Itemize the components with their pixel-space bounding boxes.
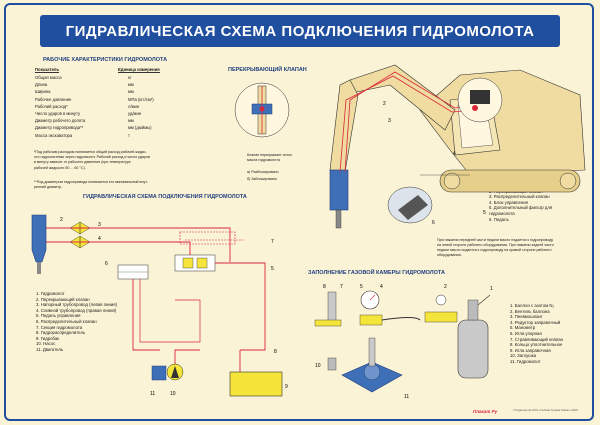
spec-row-name: Рабочий расход*	[35, 103, 68, 109]
spec-note-1: *Под рабочим расходом понимается общий р…	[34, 150, 150, 170]
shutoff-locked: б) Заблокировано	[247, 177, 277, 181]
pedal-note: При нажатии передней части педали масло …	[437, 238, 554, 257]
svg-text:2: 2	[60, 217, 63, 223]
svg-text:2: 2	[383, 101, 386, 107]
svg-text:5: 5	[360, 284, 363, 290]
svg-text:10: 10	[315, 363, 321, 369]
svg-text:4: 4	[453, 151, 456, 157]
svg-text:7: 7	[271, 239, 274, 245]
title-bar: ГИДРАВЛИЧЕСКАЯ СХЕМА ПОДКЛЮЧЕНИЯ ГИДРОМО…	[40, 15, 560, 47]
spec-row-name: Длина	[35, 82, 48, 88]
spec-row-unit: МПа (кгс/см²)	[128, 96, 154, 102]
publisher-logo: Плакат Ру	[473, 409, 498, 414]
spec-row-unit: кг	[128, 75, 132, 80]
spec-note-2: **Под диаметром гидропривода понимается …	[34, 180, 149, 190]
spec-row-name: Ширина	[35, 89, 51, 95]
svg-text:6: 6	[432, 220, 435, 226]
svg-text:5: 5	[271, 266, 274, 272]
spec-row-unit: т	[128, 132, 130, 138]
svg-text:11: 11	[150, 391, 155, 397]
svg-text:3: 3	[388, 118, 391, 124]
svg-text:4: 4	[98, 236, 101, 242]
scheme-heading: ГИДРАВЛИЧЕСКАЯ СХЕМА ПОДКЛЮЧЕНИЯ ГИДРОМО…	[83, 194, 247, 200]
svg-text:5: 5	[483, 210, 486, 216]
scheme-hammer	[31, 214, 47, 263]
nitrogen-bottle	[457, 319, 489, 379]
svg-text:3: 3	[98, 222, 101, 228]
excavator-illustration: 1 2 3 4 5 6	[329, 28, 586, 229]
hydraulic-scheme: 2 3 4 6 7 5 8 9 10 11	[31, 214, 288, 397]
spec-row-name: Масса экскаватора	[35, 132, 73, 138]
poster-frame	[4, 3, 594, 421]
tank	[229, 371, 283, 397]
svg-text:10: 10	[170, 391, 176, 397]
svg-text:1: 1	[482, 28, 485, 34]
spec-row-unit: мм	[128, 118, 134, 124]
spec-row-name: Рабочее давление	[35, 96, 72, 102]
svg-text:11: 11	[404, 394, 409, 400]
spec-col-name: Показатель	[35, 67, 60, 73]
svg-text:8: 8	[274, 349, 277, 355]
copyright: © Издательство ООО «Учебная Техника Плак…	[513, 409, 579, 412]
excavator-track	[439, 169, 581, 193]
hammer-section	[174, 254, 216, 272]
spec-row-unit: уд/мин	[128, 111, 142, 116]
spec-row-unit: мм	[128, 82, 134, 88]
gas-filling-diagram: 8 7 5 4 2 1 10 11	[314, 284, 493, 400]
svg-text:7: 7	[340, 284, 343, 290]
spec-row-name: Общая масса	[35, 75, 62, 80]
poster-title: ГИДРАВЛИЧЕСКАЯ СХЕМА ПОДКЛЮЧЕНИЯ ГИДРОМО…	[65, 22, 535, 40]
spec-row-name: Диаметр рабочего долота	[35, 118, 86, 124]
shutoff-valve-detail	[234, 82, 290, 138]
motor	[151, 365, 167, 381]
spec-row-unit: мм (дюймы)	[128, 125, 152, 131]
spec-row-name: Число ударов в минуту	[35, 111, 81, 116]
spec-row-name: Диаметр гидропривода**	[35, 125, 84, 131]
spec-heading: РАБОЧИЕ ХАРАКТЕРИСТИКИ ГИДРОМОЛОТА	[43, 57, 168, 63]
svg-text:9: 9	[285, 384, 288, 390]
shutoff-heading: ПЕРЕКРЫВАЮЩИЙ КЛАПАН	[228, 67, 307, 73]
spec-row-unit: мм	[128, 89, 134, 95]
svg-text:4: 4	[380, 284, 383, 290]
shutoff-unlocked: а) Разблокировано	[247, 170, 279, 174]
gas-heading: ЗАПОЛНЕНИЕ ГАЗОВОЙ КАМЕРЫ ГИДРОМОЛОТА	[308, 270, 445, 276]
svg-text:2: 2	[444, 284, 447, 290]
svg-text:1: 1	[490, 286, 493, 292]
svg-text:6: 6	[105, 261, 108, 267]
excavator-hammer	[329, 169, 349, 211]
spec-row-unit: л/мин	[128, 103, 140, 109]
svg-text:8: 8	[323, 284, 326, 290]
spec-col-unit: Единица измерения	[118, 67, 160, 73]
